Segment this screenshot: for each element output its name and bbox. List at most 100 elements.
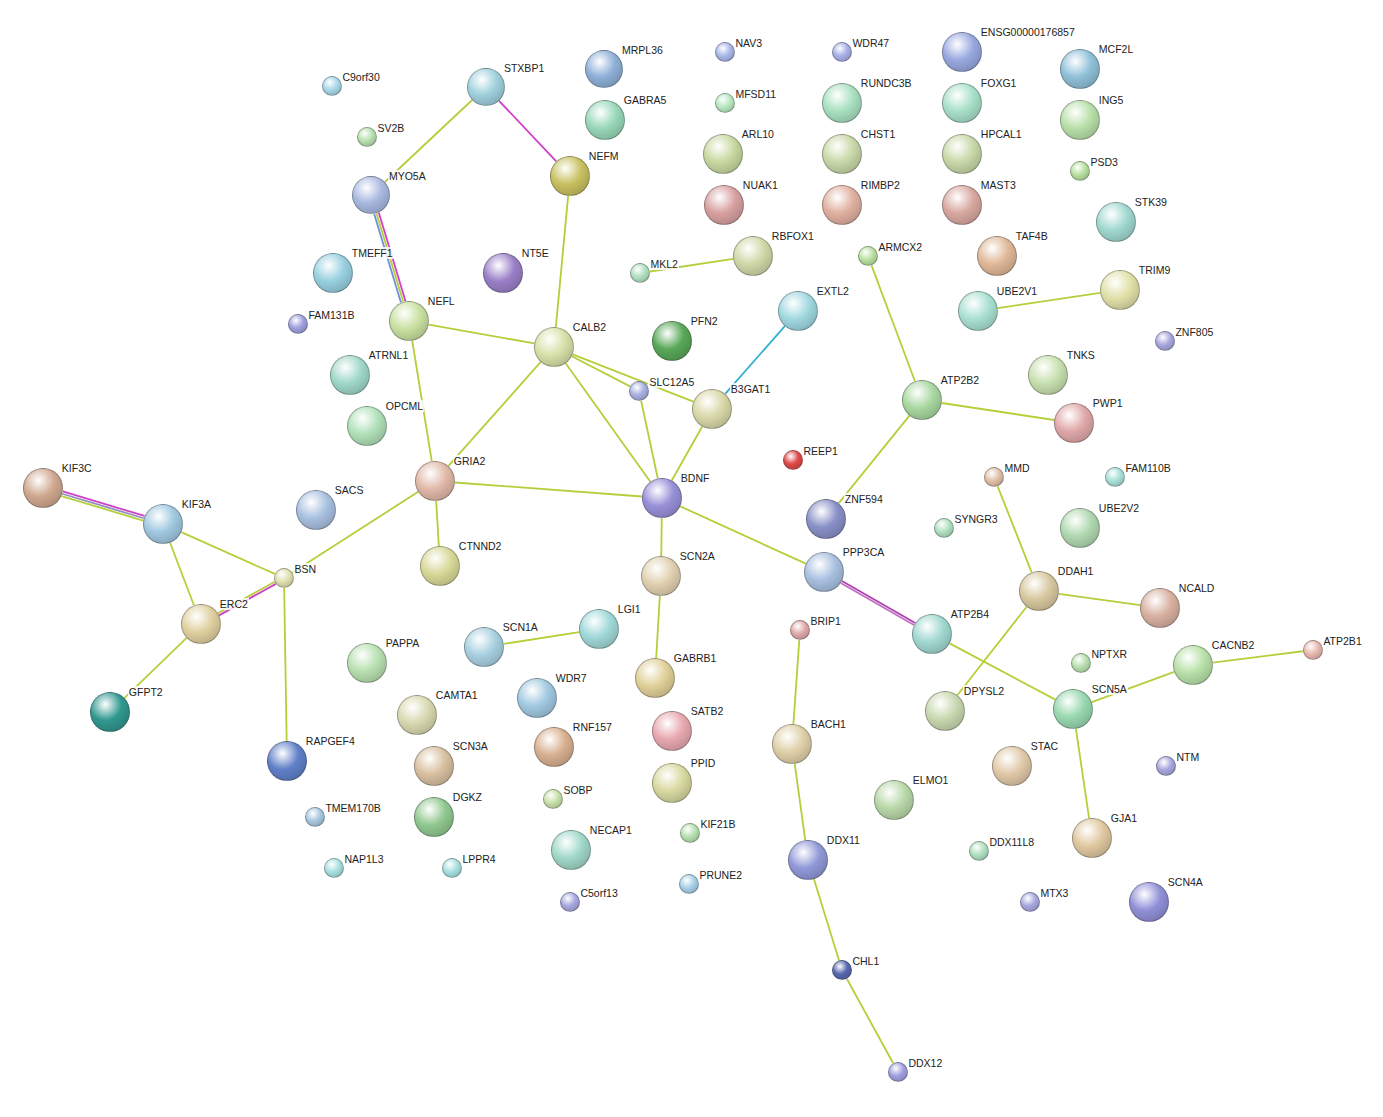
node-label: PFN2: [690, 315, 719, 327]
protein-node: SOBP: [543, 789, 563, 809]
protein-node: TMEFF1: [313, 253, 353, 293]
node-label: NUAK1: [742, 179, 779, 191]
edge-stroke: [436, 501, 439, 546]
protein-node: C9orf30: [322, 76, 342, 96]
protein-node: ATP2B2: [902, 380, 942, 420]
protein-node: ENSG00000176857: [942, 32, 982, 72]
protein-node: EXTL2: [778, 291, 818, 331]
interaction-edge: [170, 543, 194, 606]
protein-node: MKL2: [630, 263, 650, 283]
edge-stroke: [1059, 594, 1140, 605]
edge-stroke: [842, 581, 915, 623]
node-label: SCN2A: [679, 550, 716, 562]
node-label: C9orf30: [341, 71, 380, 83]
edge-stroke: [63, 491, 145, 516]
protein-node: PFN2: [652, 321, 692, 361]
protein-node: SLC12A5: [629, 381, 649, 401]
node-label: MMD: [1003, 462, 1030, 474]
node-label: ATRNL1: [368, 349, 409, 361]
protein-node: DGKZ: [414, 797, 454, 837]
protein-node: NPTXR: [1071, 653, 1091, 673]
node-label: WDR7: [555, 672, 588, 684]
node-label: SACS: [334, 484, 365, 496]
edge-stroke: [872, 265, 915, 381]
node-label: CAMTA1: [435, 689, 479, 701]
node-label: STXBP1: [503, 62, 545, 74]
protein-node: BACH1: [772, 724, 812, 764]
node-label: SCN4A: [1167, 876, 1204, 888]
node-label: GRIA2: [453, 455, 487, 467]
node-label: EXTL2: [816, 285, 850, 297]
protein-node: GFPT2: [90, 692, 130, 732]
protein-node: BRIP1: [790, 620, 810, 640]
protein-node: BDNF: [642, 478, 682, 518]
edge-stroke: [124, 638, 186, 698]
node-label: DDAH1: [1057, 565, 1095, 577]
node-label: BSN: [293, 563, 317, 575]
node-label: SATB2: [690, 705, 724, 717]
protein-node: MRPL36: [585, 50, 623, 88]
node-label: DDX11: [826, 834, 861, 846]
protein-node: SCN3A: [414, 746, 454, 786]
edge-stroke: [660, 518, 662, 556]
interaction-edge: [61, 491, 144, 520]
interaction-edge: [218, 582, 276, 616]
node-label: HPCAL1: [980, 128, 1023, 140]
edge-stroke: [839, 416, 910, 504]
protein-node: ARMCX2: [858, 246, 878, 266]
protein-node: TNKS: [1028, 355, 1068, 395]
protein-node: BSN: [274, 568, 294, 588]
protein-node: STXBP1: [467, 68, 505, 106]
node-label: BRIP1: [809, 615, 841, 627]
node-label: REEP1: [802, 445, 838, 457]
protein-node: NAP1L3: [324, 858, 344, 878]
node-label: CHL1: [851, 955, 880, 967]
node-label: MKL2: [649, 258, 678, 270]
edge-stroke: [1076, 729, 1089, 818]
node-label: FOXG1: [980, 77, 1018, 89]
interaction-edge: [839, 416, 910, 504]
edge-stroke: [814, 879, 839, 960]
protein-node: SCN4A: [1129, 882, 1169, 922]
node-label: ELMO1: [912, 774, 950, 786]
protein-node: NEFM: [550, 156, 590, 196]
protein-node: MCF2L: [1060, 49, 1100, 89]
protein-node: SACS: [296, 490, 336, 530]
protein-node: REEP1: [783, 450, 803, 470]
node-label: TMEM170B: [324, 802, 381, 814]
protein-node: MTX3: [1020, 892, 1040, 912]
node-label: SCN1A: [502, 621, 539, 633]
protein-node: FAM110B: [1105, 467, 1125, 487]
protein-node: TMEM170B: [305, 807, 325, 827]
interaction-edge: [650, 259, 733, 272]
node-label: SOBP: [562, 784, 593, 796]
edge-stroke: [448, 362, 540, 466]
edge-stroke: [566, 363, 651, 481]
protein-node: NECAP1: [551, 830, 591, 870]
node-label: MAST3: [980, 179, 1017, 191]
node-label: LPPR4: [461, 853, 496, 865]
node-label: MYO5A: [388, 170, 427, 182]
protein-node: SATB2: [652, 711, 692, 751]
node-label: WDR47: [851, 37, 890, 49]
node-label: BACH1: [810, 718, 847, 730]
protein-node: SYNGR3: [934, 518, 954, 538]
edge-stroke: [1213, 651, 1303, 662]
node-label: LGI1: [617, 603, 642, 615]
node-label: TAF4B: [1015, 230, 1049, 242]
edge-stroke: [950, 643, 1056, 699]
protein-node: NUAK1: [704, 185, 744, 225]
protein-node: ERC2: [181, 604, 221, 644]
interaction-edge: [284, 588, 287, 741]
edge-stroke: [385, 100, 472, 182]
node-label: NEFL: [427, 295, 456, 307]
node-label: ING5: [1098, 94, 1125, 106]
edge-stroke: [795, 764, 806, 840]
protein-node: CAMTA1: [397, 695, 437, 735]
protein-node: C5orf13: [560, 892, 580, 912]
edge-stroke: [641, 401, 658, 479]
node-label: NAV3: [734, 37, 763, 49]
node-label: RAPGEF4: [305, 735, 356, 747]
protein-node: MMD: [984, 467, 1004, 487]
